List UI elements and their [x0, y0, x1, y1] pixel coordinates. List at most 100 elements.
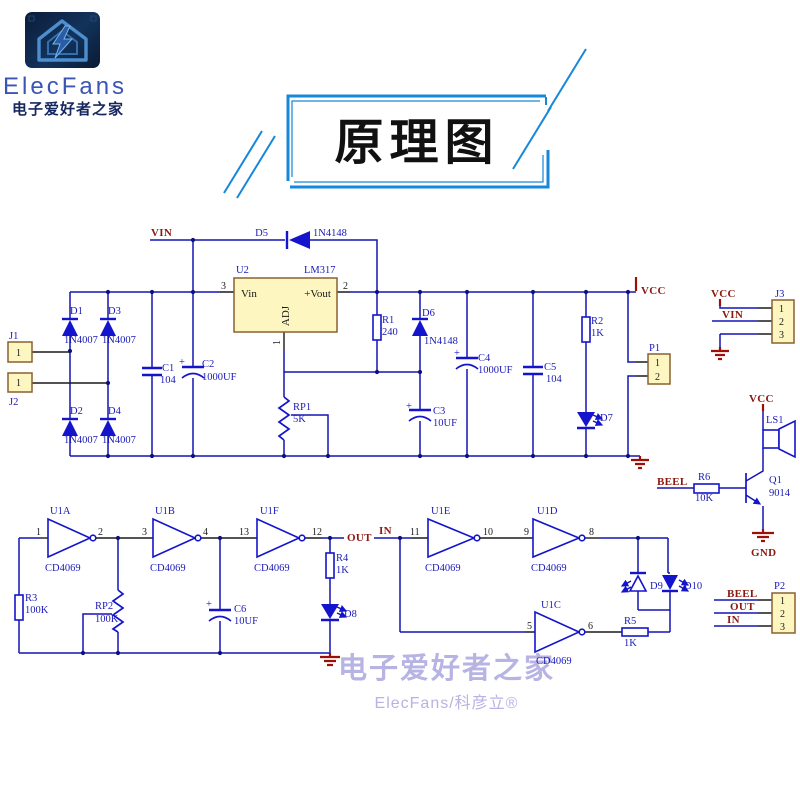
label-val-c4: 1000UF: [478, 365, 513, 376]
label-val-u1a: CD4069: [45, 563, 81, 574]
label-ref-d1: D1: [70, 306, 83, 317]
label-plus-c2: +: [179, 357, 185, 368]
resistor-r1: [372, 314, 382, 341]
label-u2-pin1: 1: [272, 340, 283, 345]
label-net-vcc-top: VCC: [641, 285, 666, 297]
label-ref-u1c: U1C: [541, 600, 561, 611]
label-val-c1: 104: [160, 375, 177, 386]
label-val-r2: 1K: [591, 328, 604, 339]
label-ref-c5: C5: [544, 362, 556, 373]
banner-frame: [223, 48, 587, 199]
label-ref-ls1: LS1: [766, 415, 784, 426]
label-net-in-p2: IN: [727, 614, 740, 626]
label-val-c5: 104: [546, 374, 563, 385]
label-u1a-pin2: 2: [98, 527, 103, 538]
label-ref-d9: D9: [650, 581, 663, 592]
label-u1c-pin5: 5: [527, 621, 532, 632]
label-j3-pin2: 2: [779, 317, 784, 328]
label-ref-rp1: RP1: [293, 402, 311, 413]
label-ref-c3: C3: [433, 406, 445, 417]
label-val-d3: 1N4007: [102, 335, 136, 346]
label-ref-c6: C6: [234, 604, 246, 615]
buffer-section: [374, 517, 690, 654]
label-j1-pin: 1: [16, 348, 21, 359]
label-val-d5: 1N4148: [313, 228, 347, 239]
capacitor-c5: [523, 365, 543, 376]
label-ref-d5: D5: [255, 228, 268, 239]
label-u2-vin: Vin: [241, 288, 257, 300]
watermark: 电子爱好者之家 ElecFans/科彦立®: [338, 645, 555, 713]
label-ref-u1d: U1D: [537, 506, 558, 517]
connector-p1: [647, 353, 671, 385]
label-ref-r5: R5: [624, 616, 636, 627]
label-ref-d8: D8: [344, 609, 357, 620]
potentiometer-rp1: [277, 396, 291, 441]
label-u2-pin3: 3: [221, 281, 226, 292]
speaker-ls1: [762, 419, 796, 459]
resistor-r6: [693, 483, 720, 494]
label-ref-c2: C2: [202, 359, 214, 370]
label-ref-d3: D3: [108, 306, 121, 317]
label-u2-pin2: 2: [343, 281, 348, 292]
slash-decoration: [512, 106, 552, 170]
ground-symbol: [320, 653, 340, 667]
label-u2-vout: +Vout: [304, 288, 331, 300]
label-p2-pin2: 2: [780, 609, 785, 620]
watermark-line2: ElecFans/科彦立®: [374, 695, 519, 712]
inverter-u1b: [152, 517, 202, 559]
house-lightning-icon: [28, 15, 97, 62]
label-ref-u2: U2: [236, 265, 249, 276]
label-plus-c3: +: [406, 401, 412, 412]
label-val-d1: 1N4007: [64, 335, 98, 346]
label-net-out-osc: OUT: [347, 532, 372, 544]
capacitor-c6: [208, 608, 232, 622]
diode-d6: [412, 317, 428, 336]
label-ref-r3: R3: [25, 593, 37, 604]
led-d9: [620, 571, 648, 593]
label-val-u1e: CD4069: [425, 563, 461, 574]
label-val-q1: 9014: [769, 488, 791, 499]
inverter-u1c: [534, 610, 586, 654]
label-ref-d4: D4: [108, 406, 122, 417]
label-net-beel-p2: BEEL: [727, 588, 758, 600]
label-ref-j3: J3: [775, 289, 784, 300]
label-net-out-p2: OUT: [730, 601, 755, 613]
regulator-u2-lm317: [233, 277, 338, 333]
label-ref-r4: R4: [336, 553, 349, 564]
label-u1b-pin3: 3: [142, 527, 147, 538]
label-u1d-pin8: 8: [589, 527, 594, 538]
junction-dots: [67, 237, 641, 656]
connector-j3: [771, 299, 795, 344]
label-u2-adj: ADJ: [280, 305, 292, 326]
label-ref-u1b: U1B: [155, 506, 175, 517]
brand-logo: [25, 12, 100, 68]
inverter-u1e: [427, 517, 481, 559]
label-net-vcc-j3: VCC: [711, 288, 736, 300]
ground-symbol: [711, 347, 729, 361]
label-val-r1: 240: [382, 327, 398, 338]
connector-j2: [7, 372, 33, 393]
label-val-r4: 1K: [336, 565, 349, 576]
label-p2-pin3: 3: [780, 622, 785, 633]
transistor-q1-emitter: [745, 494, 762, 505]
p2-connector-block: [714, 592, 796, 634]
label-ref-d10: D10: [684, 581, 702, 592]
slash-decoration: [223, 130, 263, 194]
resistor-r4: [325, 552, 335, 579]
label-ref-j2: J2: [9, 397, 18, 408]
connector-j1: [7, 341, 33, 363]
label-val-rp2: 100K: [95, 614, 119, 625]
label-net-vin-j3: VIN: [722, 309, 743, 321]
label-u1f-pin13: 13: [239, 527, 249, 538]
label-val-u1d: CD4069: [531, 563, 567, 574]
label-val-d6: 1N4148: [424, 336, 458, 347]
label-ref-u1a: U1A: [50, 506, 71, 517]
label-ref-c4: C4: [478, 353, 491, 364]
capacitor-c1: [142, 366, 162, 377]
oscillator-section: [14, 517, 348, 667]
diode-d5: [285, 231, 310, 249]
label-u1a-pin1: 1: [36, 527, 41, 538]
label-val-c3: 10UF: [433, 418, 457, 429]
